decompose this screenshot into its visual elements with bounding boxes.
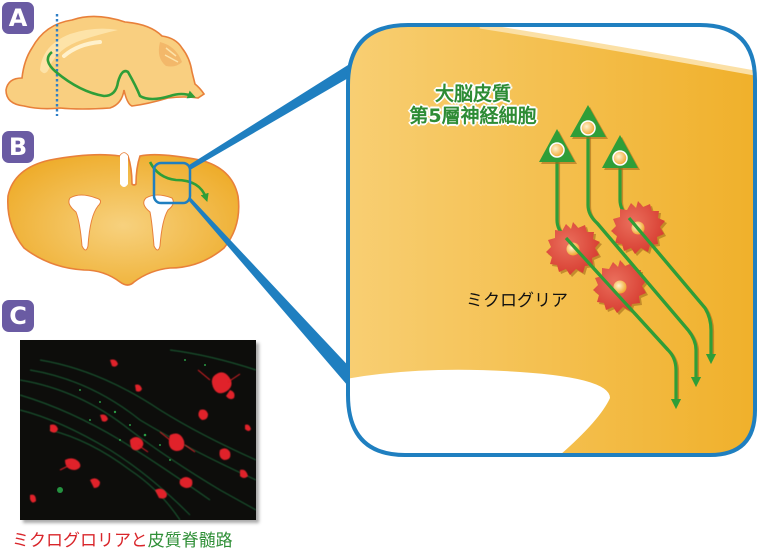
zoom-connector (189, 60, 362, 386)
cortex-layer5-label: 大脳皮質 第5層神経細胞 (393, 83, 553, 127)
panel-label-b: B (2, 131, 34, 163)
cortex-label-line1: 大脳皮質 (434, 83, 511, 105)
micrograph-caption: ミクログロリアと皮質脊髄路 (12, 526, 233, 551)
fluorescence-micrograph (20, 340, 256, 520)
cortex-label-line2: 第5層神経細胞 (409, 105, 537, 127)
microglia-cells (546, 201, 707, 352)
layer5-neurons (539, 105, 640, 170)
caption-corticospinal-tract: 皮質脊髄路 (147, 531, 233, 551)
spinal-cord-cross-section (7, 152, 240, 286)
panel-label-c: C (2, 300, 34, 332)
microglia-label: ミクログリア (466, 291, 568, 311)
caption-microglia: ミクログロリア (12, 531, 131, 551)
caption-and: と (130, 531, 148, 551)
panel-label-a: A (2, 2, 34, 34)
neuron-3 (602, 135, 640, 170)
micrograph-image (20, 340, 256, 520)
microglia-3 (593, 260, 649, 315)
neuron-2 (570, 105, 608, 139)
neuron-1 (539, 129, 577, 164)
sagittal-brain (5, 14, 206, 116)
